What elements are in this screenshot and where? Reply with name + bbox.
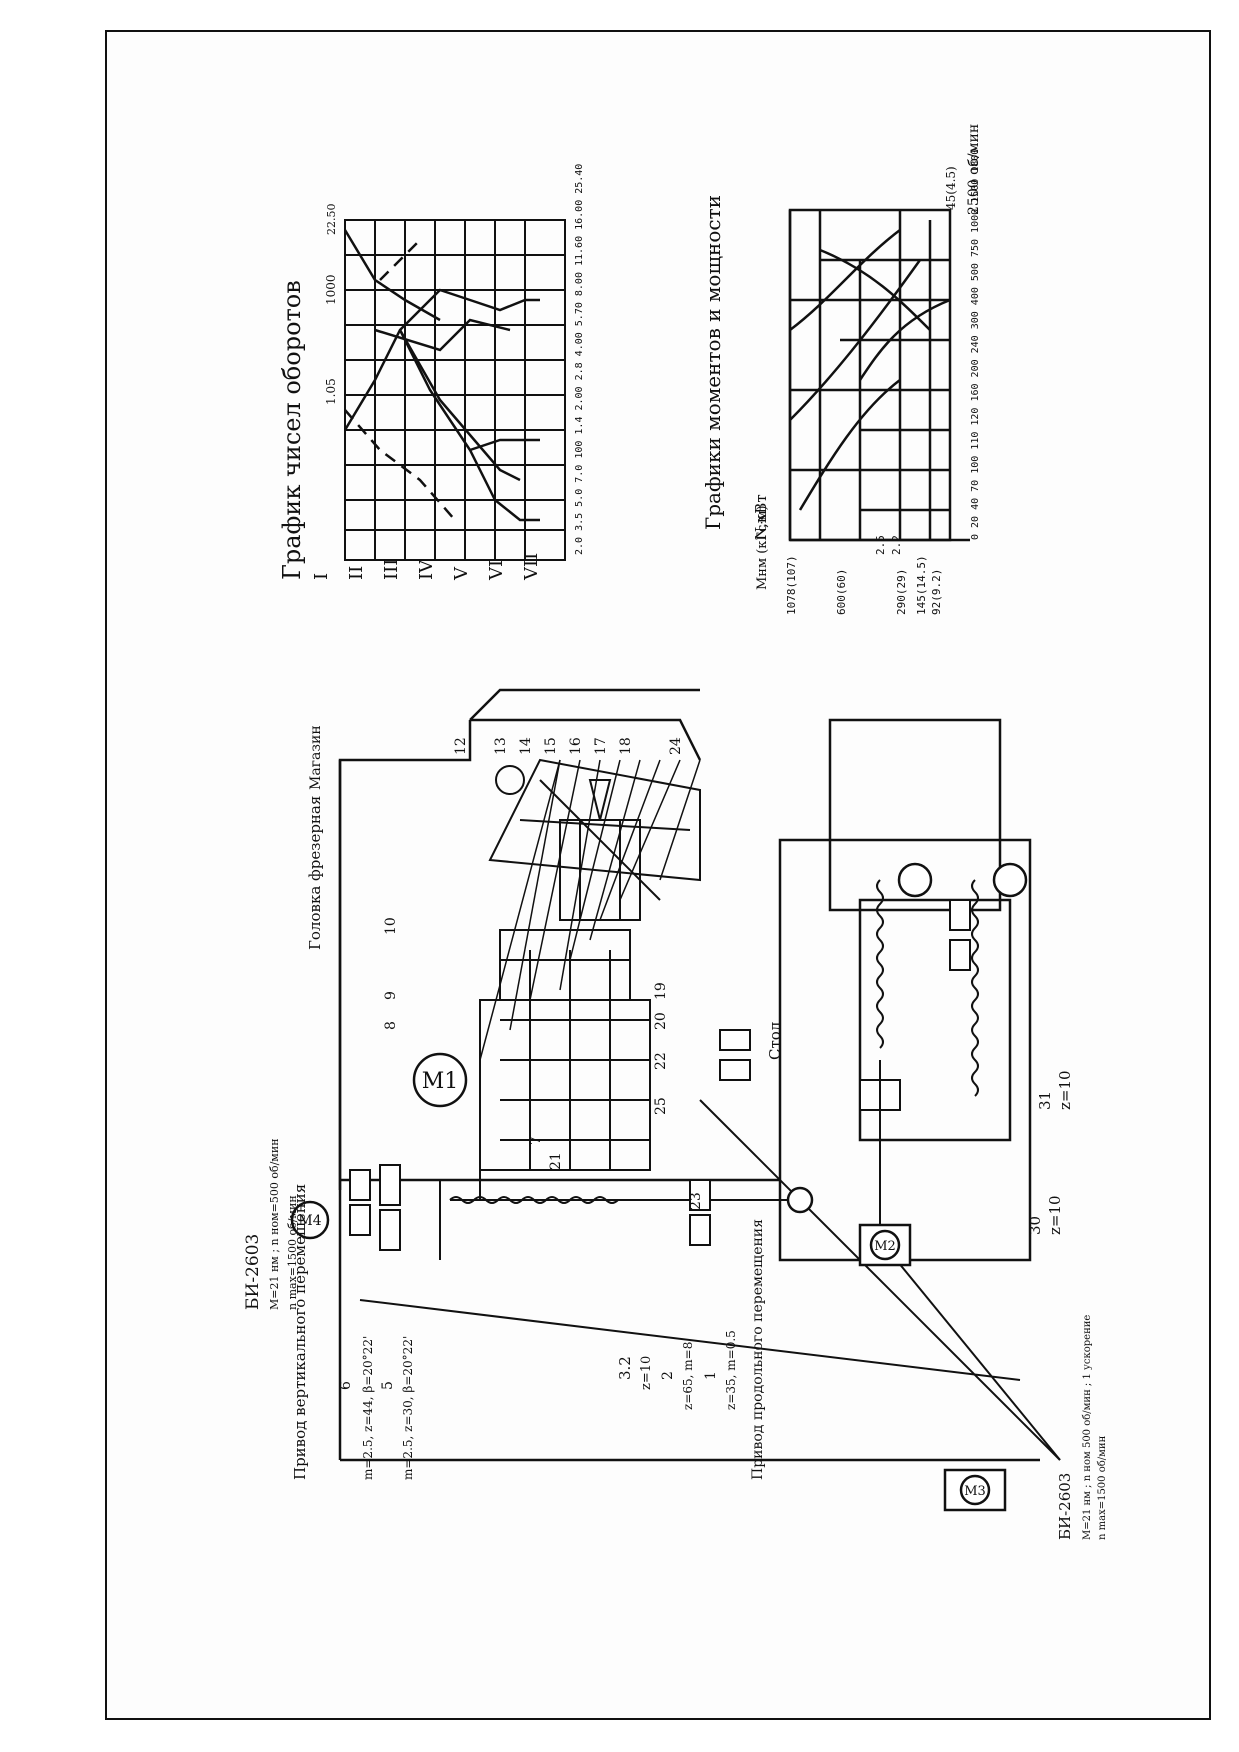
power-values: 2.5 2.2: [874, 535, 903, 555]
gear-19: 19: [653, 982, 669, 1000]
torque-unit: Мнм (кГс·м): [755, 505, 770, 590]
speed-chart-title: График чисел оборотов: [278, 280, 306, 580]
drive-long-1-spec: z=35, m=0.5: [724, 1330, 738, 1410]
gear-23: 23: [688, 1192, 704, 1210]
drive-vertical-5: 5: [380, 1381, 396, 1390]
row-label-7: VII: [521, 553, 542, 581]
torque-chart: Графики моментов и мощности N,кВт Мнм (: [701, 124, 982, 615]
speed-chart-grid: [344, 219, 566, 561]
torque-value-5: 92(9.2): [930, 569, 943, 615]
gear-25: 25: [653, 1097, 669, 1115]
row-label-6: VI: [486, 560, 507, 581]
torque-end-label: 45(4.5): [944, 166, 958, 210]
drive-long-2: 2: [660, 1371, 676, 1380]
gear-18: 18: [618, 737, 634, 755]
motor-m2-label: M2: [874, 1239, 896, 1254]
gear-13: 13: [493, 737, 509, 755]
motor-m4-label: M4: [298, 1213, 321, 1229]
motor-m1: [412, 1052, 468, 1108]
motor-spec-title: БИ-2603: [243, 1234, 263, 1310]
torque-value-1: 1078(107): [785, 555, 798, 615]
speed-chart-dashed: [344, 239, 456, 521]
motor-spec2-title: БИ-2603: [1056, 1473, 1074, 1540]
drive-long-ratio-bot: z=10: [639, 1356, 654, 1390]
scheme-labels: Головка фрезерная Магазин Стол M1 M4 M2 …: [298, 725, 985, 1499]
drive-vertical-5-spec: m=2.5, z=30, β=20°22': [401, 1336, 415, 1480]
drive-vertical-label: Привод вертикального перемещения: [291, 1184, 309, 1480]
torque-chart-curves: [789, 229, 951, 511]
gear-number-labels: 12 13 14 15 16 17 18 24 10 9 8 19 20 22 …: [383, 737, 704, 1210]
gear-24: 24: [668, 737, 684, 755]
lead-30: 30: [1026, 1216, 1044, 1235]
gear-9: 9: [383, 991, 399, 1000]
motor-m1-label: M1: [422, 1069, 459, 1094]
gear-7: 7: [528, 1136, 544, 1145]
machine-outline: [338, 688, 1040, 1462]
speed-top-mark-105: 1.05: [324, 378, 338, 405]
lead-30-z: z=10: [1046, 1195, 1064, 1235]
shafts: [359, 1099, 1061, 1461]
row-label-5: V: [451, 566, 472, 581]
motor-m3-label: M3: [964, 1484, 986, 1499]
motor-spec-line2: n max=1500 об/мин: [286, 1195, 299, 1310]
row-label-1: I: [311, 573, 332, 580]
gear-14: 14: [518, 737, 534, 755]
speed-chart: График чисел оборотов: [278, 164, 585, 581]
torque-value-3: 290(29): [895, 569, 908, 615]
power-value-1: 2.5: [874, 535, 887, 555]
row-label-4: IV: [416, 559, 437, 580]
leader-lines: [479, 759, 701, 1061]
torque-values: 1078(107) 600(60) 290(29) 145(14.5) 92(9…: [785, 555, 943, 615]
motor-spec2-line1: M=21 нм ; n ном 500 об/мин ; 1 ускорение: [1082, 1315, 1093, 1540]
row-label-3: III: [381, 559, 402, 580]
torque-end-speed: 2500 об/мин: [966, 124, 982, 215]
gear-15: 15: [543, 737, 559, 755]
gear-12: 12: [453, 737, 469, 755]
gear-21: 21: [548, 1152, 564, 1170]
screw-ratios: 31 z=10 30 z=10: [1026, 1070, 1074, 1235]
drive-annotations: Привод вертикального перемещения 6 m=2.5…: [291, 1184, 766, 1480]
gear-20: 20: [653, 1012, 669, 1030]
gear-22: 22: [653, 1052, 669, 1070]
power-unit: N,кВт: [752, 494, 770, 540]
gear-16: 16: [568, 737, 584, 755]
motor-m4: [290, 1200, 330, 1240]
motor-spec-line1: M=21 нм ; n ном=500 об/мин: [268, 1138, 281, 1310]
drive-long-1: 1: [703, 1371, 719, 1380]
gear-17: 17: [593, 737, 609, 755]
drive-vertical-spec: m=2.5, z=44, β=20°22': [361, 1336, 375, 1480]
power-value-2: 2.2: [890, 535, 903, 555]
row-label-2: II: [346, 566, 367, 580]
table-label: Стол: [766, 1022, 784, 1060]
drive-long-2-spec: z=65, m=8: [681, 1342, 695, 1410]
gear-10: 10: [383, 917, 399, 935]
magazine-label: Магазин: [308, 725, 324, 790]
torque-value-2: 600(60): [835, 569, 848, 615]
speed-axis-ticks: 2.0 3.5 5.0 7.0 100 1.4 2.00 2.8 4.00 5.…: [574, 164, 585, 555]
gearbox: [479, 779, 651, 1171]
lead-31-z: z=10: [1056, 1070, 1074, 1110]
kinematic-scheme: Головка фрезерная Магазин Стол M1 M4 M2 …: [243, 688, 1108, 1540]
speed-top-mark-2250: 22.50: [325, 204, 338, 236]
drive-long-label: Привод продольного перемещения: [750, 1219, 766, 1480]
torque-chart-title: Графики моментов и мощности: [701, 195, 725, 530]
torque-axis-ticks: 0 20 40 70 100 110 120 160 200 240 300 4…: [970, 149, 981, 540]
motor-specs: БИ-2603 M=21 нм ; n ном=500 об/мин n max…: [243, 1138, 1108, 1540]
speed-top-mark-1000: 1000: [324, 274, 338, 305]
lead-31: 31: [1036, 1091, 1054, 1110]
speed-chart-rays: [343, 229, 540, 522]
headstock-label: Головка фрезерная: [306, 796, 324, 950]
motor-spec2-line2: n max=1500 об/мин: [1097, 1435, 1108, 1540]
torque-value-4: 145(14.5): [915, 555, 928, 615]
drive-vertical-num: 6: [338, 1381, 354, 1390]
gear-8: 8: [383, 1021, 399, 1030]
motors: [290, 862, 1028, 1512]
gear-blocks: [349, 899, 971, 1251]
drive-long-ratio-top: 3.2: [616, 1356, 634, 1380]
speed-chart-row-labels: I II III IV V VI VII: [311, 553, 542, 581]
torque-chart-frame: [788, 208, 970, 542]
